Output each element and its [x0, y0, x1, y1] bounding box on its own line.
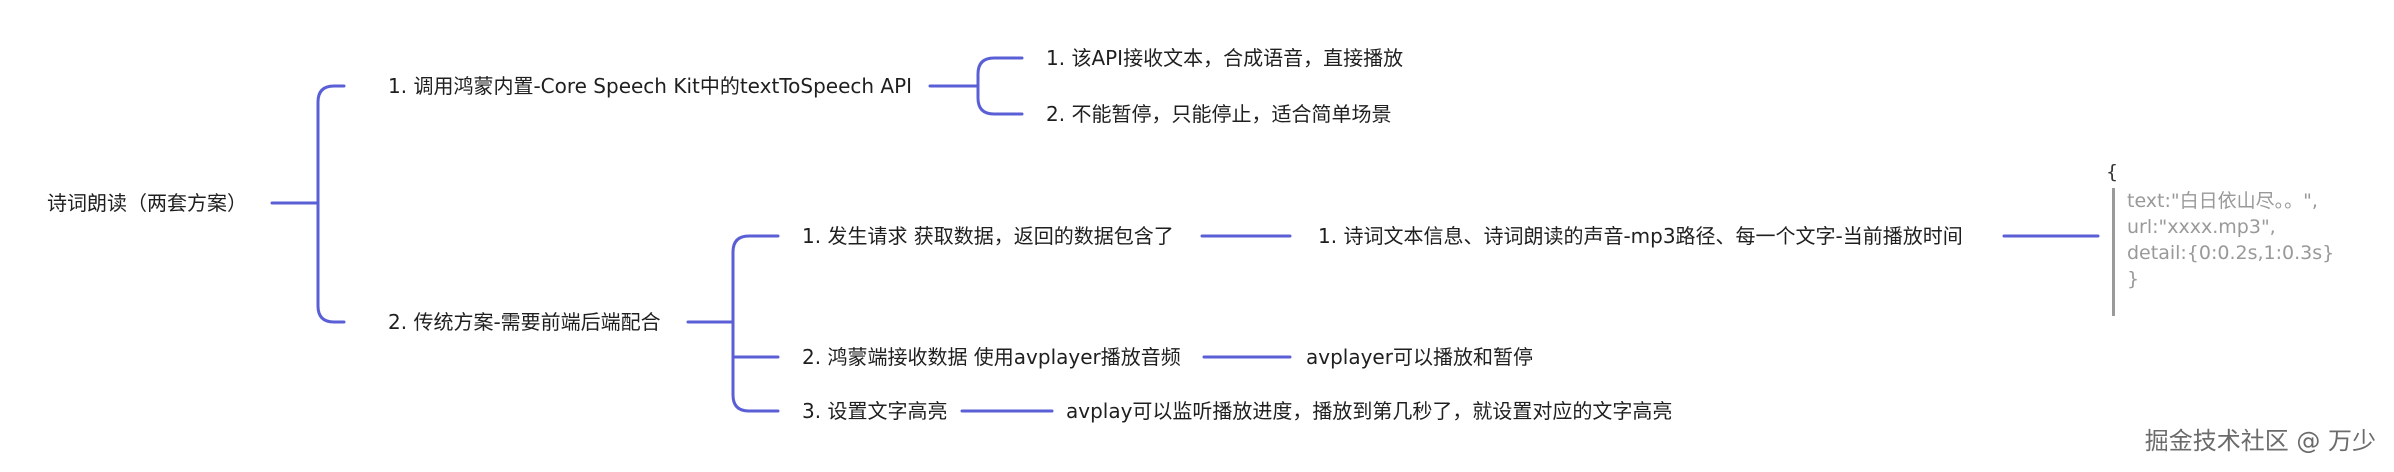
branch1-child-2[interactable]: 2. 不能暂停，只能停止，适合简单场景 [1046, 102, 1392, 126]
branch2-detail-1[interactable]: 1. 诗词文本信息、诗词朗读的声音-mp3路径、每一个文字-当前播放时间 [1318, 224, 1963, 248]
branch1-child-1[interactable]: 1. 该API接收文本，合成语音，直接播放 [1046, 46, 1404, 70]
branch2-child-1[interactable]: 1. 发生请求 获取数据，返回的数据包含了 [802, 224, 1174, 248]
root-node[interactable]: 诗词朗读（两套方案） [47, 191, 247, 215]
connector-root-bracket [316, 84, 346, 324]
code-open-brace: { [2106, 161, 2119, 183]
branch2-detail-3[interactable]: avplay可以监听播放进度，播放到第几秒了，就设置对应的文字高亮 [1066, 399, 1673, 423]
code-line-text: text:"白日依山尽。。", [2127, 190, 2318, 212]
connector-branch1-bracket [976, 56, 1024, 116]
code-line-url: url:"xxxx.mp3", [2127, 216, 2276, 238]
code-body: text:"白日依山尽。。", url:"xxxx.mp3", detail:{… [2112, 188, 2387, 316]
watermark: 掘金技术社区 @ 万少 [2144, 427, 2376, 455]
branch2-detail-2[interactable]: avplayer可以播放和暂停 [1306, 345, 1533, 369]
code-line-detail: detail:{0:0.2s,1:0.3s} [2127, 242, 2335, 264]
code-close-brace: } [2127, 268, 2140, 290]
connector-branch2-bracket [731, 234, 780, 413]
branch2-child-2[interactable]: 2. 鸿蒙端接收数据 使用avplayer播放音频 [802, 345, 1181, 369]
branch2-node[interactable]: 2. 传统方案-需要前端后端配合 [388, 310, 661, 334]
branch2-child-3[interactable]: 3. 设置文字高亮 [802, 399, 948, 423]
branch1-node[interactable]: 1. 调用鸿蒙内置-Core Speech Kit中的textToSpeech … [388, 74, 913, 98]
